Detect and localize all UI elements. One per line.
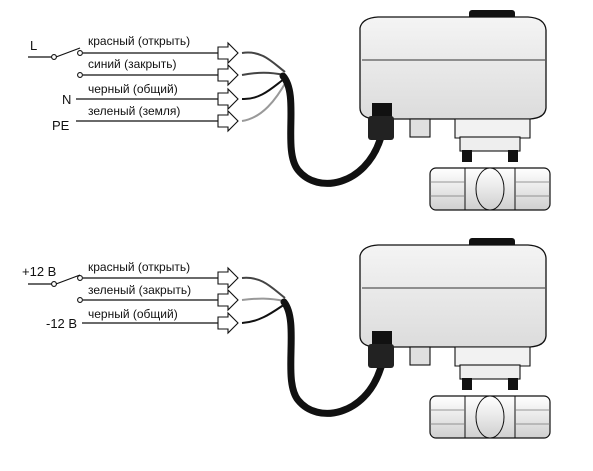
valve-bottom xyxy=(429,364,551,439)
cable-gland xyxy=(368,344,394,368)
wire-end-black xyxy=(241,303,286,324)
terminal-label-l: L xyxy=(30,38,37,53)
wire-end-green xyxy=(241,79,288,122)
actuator-bottom xyxy=(359,238,547,368)
actuator-base xyxy=(454,346,531,367)
connector-arrow xyxy=(217,311,239,335)
wire-label-red-open: красный (открыть) xyxy=(88,260,190,274)
terminal-dot xyxy=(77,275,83,281)
connector-arrow xyxy=(217,109,239,133)
switch-blade xyxy=(55,274,81,285)
terminal-dot xyxy=(51,54,57,60)
actuator-base xyxy=(454,118,531,139)
connector-arrow xyxy=(217,266,239,290)
valve-bolt xyxy=(508,378,518,390)
valve-neck xyxy=(459,136,521,152)
wire-end-black xyxy=(241,78,285,101)
cable-gland-nut xyxy=(372,331,392,345)
actuator-stem xyxy=(409,346,431,366)
wire-label-blue-close: синий (закрыть) xyxy=(88,57,177,71)
connector-arrow xyxy=(217,41,239,65)
valve-bolt xyxy=(508,150,518,162)
wire-end-red xyxy=(241,51,286,73)
terminal-label-n: N xyxy=(62,92,71,107)
valve-bolt xyxy=(462,150,472,162)
wire-end-green xyxy=(241,297,285,302)
connector-arrow xyxy=(217,63,239,87)
diagram-top: L N PE красный (открыть) синий (закрыть)… xyxy=(28,10,551,211)
cable-gland-nut xyxy=(372,103,392,117)
switch-blade xyxy=(55,47,81,58)
terminal-dot xyxy=(77,72,83,78)
valve-bolt xyxy=(462,378,472,390)
wire-label-green-close: зеленый (закрыть) xyxy=(88,283,191,297)
wire-label-red-open: красный (открыть) xyxy=(88,34,190,48)
actuator-housing xyxy=(359,16,547,120)
cable-gland xyxy=(368,116,394,140)
connector-arrow xyxy=(217,288,239,312)
terminal-dot xyxy=(77,50,83,56)
terminal-label-minus12: -12 В xyxy=(46,316,77,331)
wire-end-red xyxy=(241,276,286,299)
wire-label-green-earth: зеленый (земля) xyxy=(88,104,180,118)
valve-ball-housing xyxy=(475,167,505,211)
actuator-top xyxy=(359,10,547,140)
wire-label-black-common: черный (общий) xyxy=(88,82,178,96)
wire-end-blue xyxy=(241,71,285,76)
valve-neck xyxy=(459,364,521,380)
terminal-label-pe: PE xyxy=(52,118,70,133)
connector-arrow xyxy=(217,87,239,111)
valve-top xyxy=(429,136,551,211)
actuator-housing xyxy=(359,244,547,348)
wire-label-black-common: черный (общий) xyxy=(88,307,178,321)
terminal-dot xyxy=(77,297,83,303)
diagram-bottom: +12 В -12 В красный (открыть) зеленый (з… xyxy=(22,238,551,439)
terminal-label-plus12: +12 В xyxy=(22,264,56,279)
valve-ball-housing xyxy=(475,395,505,439)
actuator-stem xyxy=(409,118,431,138)
terminal-dot xyxy=(51,281,57,287)
